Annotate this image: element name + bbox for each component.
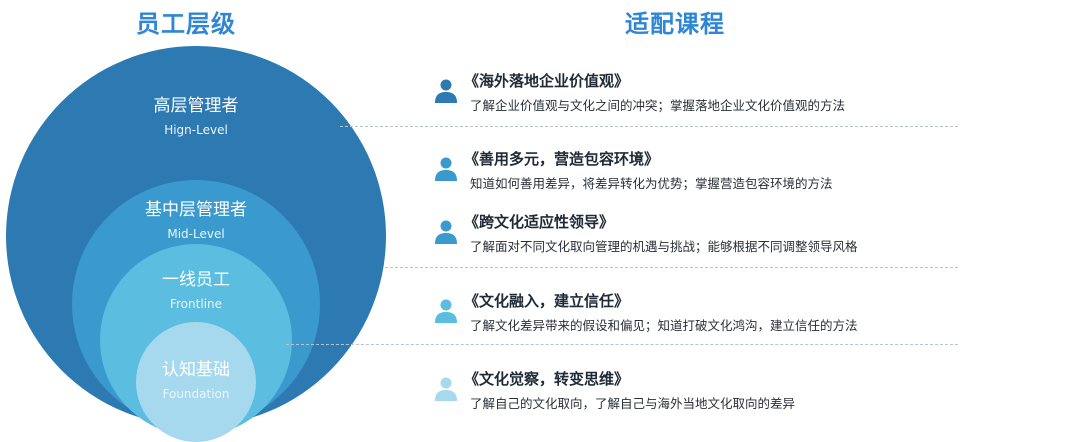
level-name: 一线员工 xyxy=(162,270,230,290)
course-description: 了解文化差异带来的假设和偏见；知道打破文化鸿沟，建立信任的方法 xyxy=(470,318,858,333)
course-title: 《海外落地企业价值观》 xyxy=(464,72,630,90)
level-label-high: 高层管理者 Hign-Level xyxy=(76,96,316,138)
employee-level-header: 员工层级 xyxy=(136,10,236,38)
course-title: 《文化觉察，转变思维》 xyxy=(464,370,630,388)
level-label-mid: 基中层管理者 Mid-Level xyxy=(76,200,316,242)
level-name: 高层管理者 xyxy=(153,96,239,116)
level-name-en: Foundation xyxy=(162,387,230,401)
course-title: 《善用多元，营造包容环境》 xyxy=(464,150,660,168)
level-name-en: Mid-Level xyxy=(167,227,225,241)
course-title: 《文化融入，建立信任》 xyxy=(464,292,630,310)
courses-header: 适配课程 xyxy=(625,10,725,38)
level-name: 认知基础 xyxy=(162,360,230,380)
person-icon xyxy=(435,299,457,323)
course-item: 《文化觉察，转变思维》 了解自己的文化取向，了解自己与海外当地文化取向的差异 xyxy=(434,368,1034,414)
level-circles-diagram xyxy=(6,46,386,442)
level-circle-foundation xyxy=(136,322,256,442)
person-icon xyxy=(435,220,457,244)
divider-mid-frontline xyxy=(385,267,958,268)
course-item: 《海外落地企业价值观》 了解企业价值观与文化之间的冲突；掌握落地企业文化价值观的… xyxy=(434,70,1034,116)
person-icon xyxy=(435,79,457,103)
divider-high-mid xyxy=(340,126,958,127)
course-description: 了解企业价值观与文化之间的冲突；掌握落地企业文化价值观的方法 xyxy=(470,98,846,113)
level-name-en: Hign-Level xyxy=(164,123,228,137)
course-description: 了解面对不同文化取向管理的机遇与挑战；能够根据不同调整领导风格 xyxy=(470,239,858,254)
course-item: 《文化融入，建立信任》 了解文化差异带来的假设和偏见；知道打破文化鸿沟，建立信任… xyxy=(434,290,1034,336)
level-label-frontline: 一线员工 Frontline xyxy=(76,270,316,312)
person-icon xyxy=(435,377,457,401)
course-description: 了解自己的文化取向，了解自己与海外当地文化取向的差异 xyxy=(470,396,796,411)
course-description: 知道如何善用差异，将差异转化为优势；掌握营造包容环境的方法 xyxy=(470,176,833,191)
course-title: 《跨文化适应性领导》 xyxy=(464,213,615,231)
course-item: 《善用多元，营造包容环境》 知道如何善用差异，将差异转化为优势；掌握营造包容环境… xyxy=(434,148,1034,194)
person-icon xyxy=(435,157,457,181)
level-label-foundation: 认知基础 Foundation xyxy=(76,360,316,402)
level-name: 基中层管理者 xyxy=(145,200,247,220)
level-name-en: Frontline xyxy=(169,297,222,311)
course-item: 《跨文化适应性领导》 了解面对不同文化取向管理的机遇与挑战；能够根据不同调整领导… xyxy=(434,211,1034,257)
divider-frontline-foundation xyxy=(286,344,958,345)
